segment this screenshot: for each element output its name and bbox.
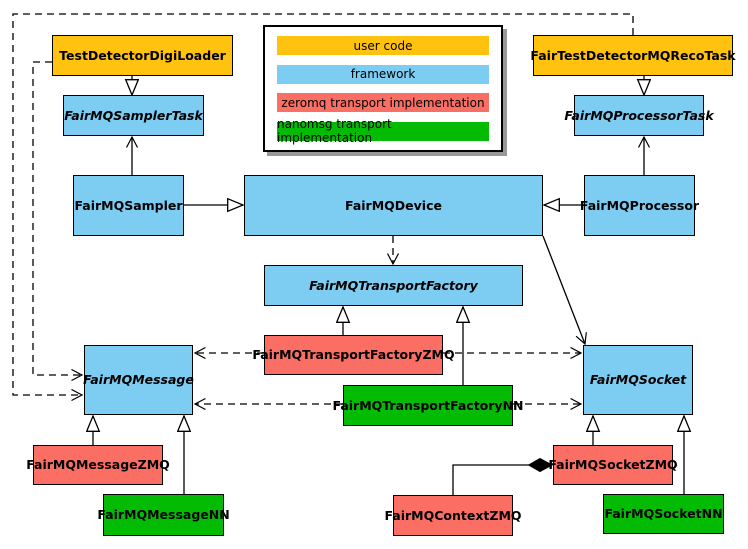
class-label: FairMQTransportFactoryNN [332,397,524,413]
class-box-fairmqmessagezmq: FairMQMessageZMQ [26,445,170,485]
class-box-testdetectordigiloader: TestDetectorDigiLoader [52,35,233,76]
class-label: FairMQMessageZMQ [26,457,170,473]
legend-label: zeromq transport implementation [281,95,485,110]
legend-item-zeromq: zeromq transport implementation [277,93,489,113]
class-label: FairMQDevice [345,197,442,213]
class-label: FairTestDetectorMQRecoTask [530,47,736,63]
class-label: TestDetectorDigiLoader [59,47,226,63]
edge-composition-contextzmq-sockzmq [452,465,552,495]
class-label: FairMQMessage [83,372,194,388]
class-box-fairtestdetectormqrecotask: FairTestDetectorMQRecoTask [530,35,736,76]
class-label: FairMQSocketZMQ [548,457,678,473]
class-box-fairmqdevice: FairMQDevice [244,175,543,236]
class-box-fairmqsamplertask: FairMQSamplerTask [63,95,204,136]
legend-label: framework [350,67,416,82]
class-box-fairmqsocket: FairMQSocket [583,345,693,415]
class-label: FairMQTransportFactoryZMQ [252,347,455,363]
class-box-fairmqmessagenn: FairMQMessageNN [97,494,230,536]
legend-label: user code [353,38,413,53]
class-label: FairMQSocketNN [604,506,723,522]
class-label: FairMQContextZMQ [384,507,522,523]
class-box-fairmqprocessor: FairMQProcessor [580,175,699,236]
legend-item-framework: framework [277,64,489,84]
legend: user code framework zeromq transport imp… [263,25,503,152]
class-label: FairMQProcessor [579,197,700,213]
legend-label: nanomsg transport implementation [277,117,392,146]
class-box-fairmqsampler: FairMQSampler [73,175,184,236]
class-box-fairmqsocketzmq: FairMQSocketZMQ [548,445,678,485]
class-label: FairMQSampler [74,197,183,213]
class-label: FairMQTransportFactory [309,277,478,293]
class-box-fairmqcontextzmq: FairMQContextZMQ [384,495,522,536]
class-label: FairMQSamplerTask [64,107,203,123]
edge-dependency-recotask-message [12,13,634,395]
class-box-fairmqtransportfactory: FairMQTransportFactory [264,265,523,306]
edge-association-device-socket [542,235,585,344]
class-box-fairmqprocessortask: FairMQProcessorTask [564,95,714,136]
legend-item-user-code: user code [277,36,489,55]
class-label: FairMQMessageNN [97,507,230,523]
class-box-fairmqtransportfactorynn: FairMQTransportFactoryNN [333,385,524,426]
legend-item-nanomsg: nanomsg transport implementation [277,117,489,145]
class-label: FairMQSocket [589,372,687,388]
class-box-fairmqsocketnn: FairMQSocketNN [603,494,724,534]
class-label: FairMQProcessorTask [564,107,714,123]
class-box-fairmqmessage: FairMQMessage [83,345,194,415]
class-box-fairmqtransportfactoryzmq: FairMQTransportFactoryZMQ [252,335,455,375]
